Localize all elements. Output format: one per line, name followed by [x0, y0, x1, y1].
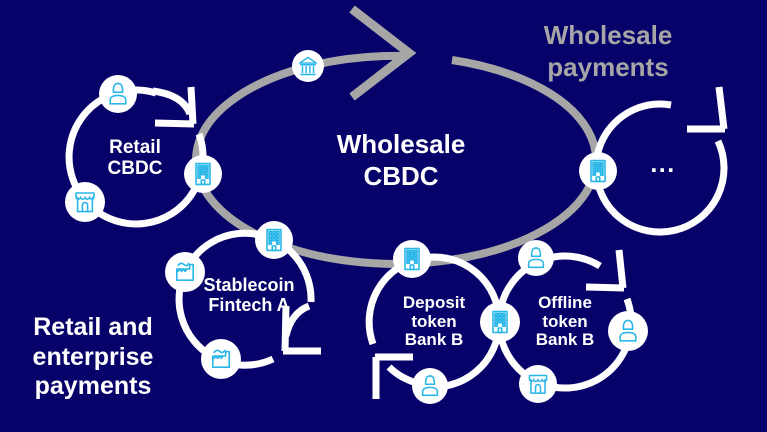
office-building-icon — [255, 221, 293, 259]
wholesale-cbdc-label: Wholesale CBDC — [336, 129, 466, 191]
offline-cycle-arrow-icon — [585, 249, 627, 292]
person-icon — [99, 75, 137, 113]
more-cycles-arrow-icon — [687, 86, 728, 133]
bank-icon — [292, 50, 324, 82]
retail-enterprise-payments-label: Retail and enterprise payments — [32, 313, 154, 400]
office-building-icon — [480, 302, 520, 342]
retail-cbdc-label: Retail CBDC — [107, 137, 163, 180]
person-icon — [518, 240, 554, 276]
wholesale-payments-label: Wholesale payments — [543, 20, 673, 82]
office-building-icon — [579, 152, 617, 190]
office-building-icon — [393, 240, 431, 278]
office-building-icon — [184, 155, 222, 193]
deposit-token-label: Deposit token Bank B — [402, 293, 466, 350]
factory-icon — [201, 339, 241, 379]
more-cycles-label: ... — [650, 150, 676, 178]
deposit-token-cycle — [365, 253, 503, 391]
person-icon — [608, 311, 648, 351]
more-cycles-circle — [592, 100, 728, 236]
retail-cycle-arrow-icon — [154, 86, 197, 128]
wholesale-cbdc-loop — [192, 51, 601, 268]
retail-cycle-arrow-tail — [152, 87, 194, 116]
wholesale-flow-arrow-icon — [349, 5, 417, 101]
offline-token-label: Offline token Bank B — [535, 293, 595, 350]
deposit-cycle-arrow-icon — [372, 353, 413, 399]
stablecoin-cycle-arrow-icon — [281, 305, 321, 355]
person-icon — [412, 368, 448, 404]
factory-icon — [165, 252, 205, 292]
shop-icon — [65, 182, 105, 222]
shop-icon — [519, 365, 557, 403]
stablecoin-fintech-label: Stablecoin Fintech A — [203, 275, 295, 316]
